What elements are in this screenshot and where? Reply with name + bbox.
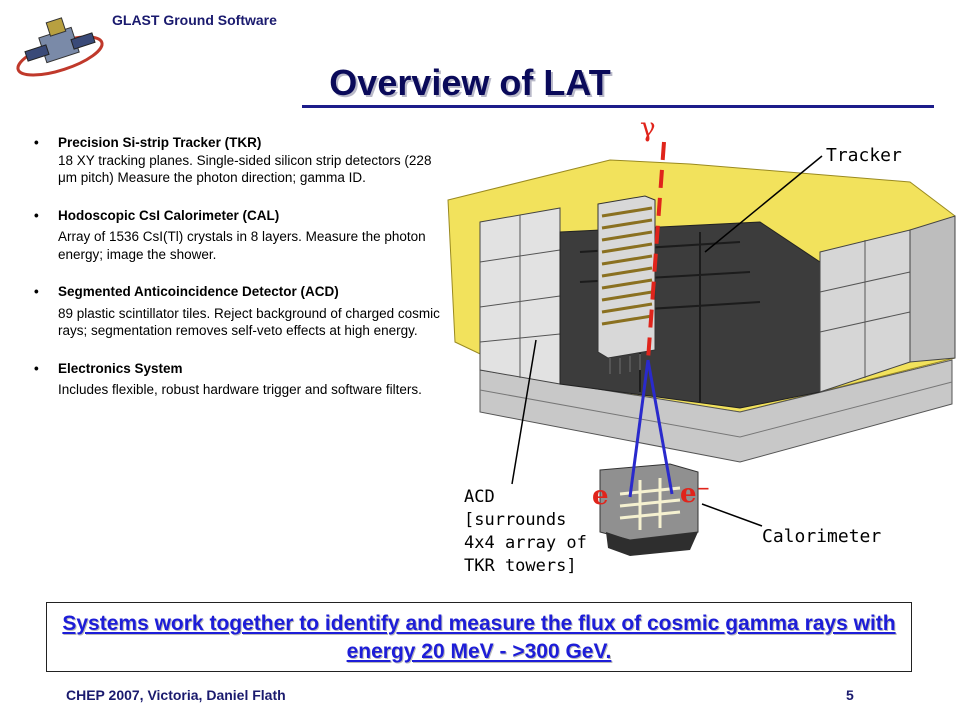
bullet-body: Includes flexible, robust hardware trigg…	[58, 382, 422, 398]
bullet-body: Array of 1536 CsI(Tl) crystals in 8 laye…	[58, 229, 426, 262]
summary-box	[46, 602, 912, 672]
acd-cutaway	[909, 215, 956, 363]
tracker-planes	[601, 206, 653, 326]
bullet-list: • Precision Si-strip Tracker (TKR) 18 XY…	[34, 134, 454, 419]
calorimeter-leader	[701, 503, 763, 527]
bullet-item-electronics: • Electronics System Includes flexible, …	[34, 360, 454, 399]
bullet-marker: •	[34, 207, 39, 223]
electron-minus-label: e⁻	[680, 479, 710, 509]
bullet-title: Electronics System	[58, 360, 183, 376]
tracker-label: Tracker	[826, 145, 902, 166]
acd-leader	[511, 339, 537, 485]
calorimeter-label: Calorimeter	[762, 526, 882, 547]
acd-wall-right-tiles	[819, 240, 911, 378]
acd-wall-left-tiles	[479, 215, 561, 378]
bullet-item-cal: • Hodoscopic CsI Calorimeter (CAL) Array…	[34, 207, 454, 264]
lat-detector-diagram: γ e e⁻	[447, 113, 956, 556]
acd-note: 4x4 array of	[464, 532, 587, 553]
bullet-item-acd: • Segmented Anticoincidence Detector (AC…	[34, 283, 454, 340]
gamma-track	[646, 141, 666, 361]
bullet-title: Segmented Anticoincidence Detector (ACD)	[58, 284, 339, 300]
summary-text: Systems work together to identify and me…	[62, 612, 896, 664]
electron-track-left	[628, 359, 650, 498]
acd-label-group: ACD [surrounds 4x4 array of TKR towers]	[464, 486, 587, 578]
acd-note: [surrounds	[464, 509, 567, 530]
bullet-item-tkr: • Precision Si-strip Tracker (TKR) 18 XY…	[34, 134, 454, 187]
acd-note: TKR towers]	[464, 555, 577, 576]
footer-credit: CHEP 2007, Victoria, Daniel Flath	[66, 687, 286, 703]
title-underline	[302, 105, 934, 108]
electron-track-right	[646, 359, 674, 495]
page-number: 5	[846, 687, 854, 703]
bullet-title: Hodoscopic CsI Calorimeter (CAL)	[58, 207, 280, 223]
tracker-leader	[704, 155, 823, 253]
base-plate-side	[479, 381, 953, 438]
calorimeter-base	[606, 532, 698, 556]
bullet-body: 89 plastic scintillator tiles. Reject ba…	[58, 305, 440, 339]
bullet-body: 18 XY tracking planes. Single-sided sili…	[58, 152, 432, 186]
slide-title: Overview of LAT	[329, 62, 611, 103]
glast-satellite-logo	[16, 17, 104, 77]
tracker-pins	[609, 354, 641, 374]
header-label: GLAST Ground Software	[112, 12, 277, 28]
tower-grid	[579, 232, 761, 402]
bullet-title: Precision Si-strip Tracker (TKR)	[58, 135, 262, 150]
calorimeter-crystals	[619, 478, 681, 530]
bullet-marker: •	[34, 135, 39, 150]
bullet-marker: •	[34, 284, 39, 300]
gamma-symbol: γ	[640, 113, 656, 143]
electron-plus-label: e	[592, 481, 609, 511]
acd-label: ACD	[464, 487, 495, 507]
bullet-marker: •	[34, 360, 39, 376]
base-plate	[479, 359, 953, 463]
